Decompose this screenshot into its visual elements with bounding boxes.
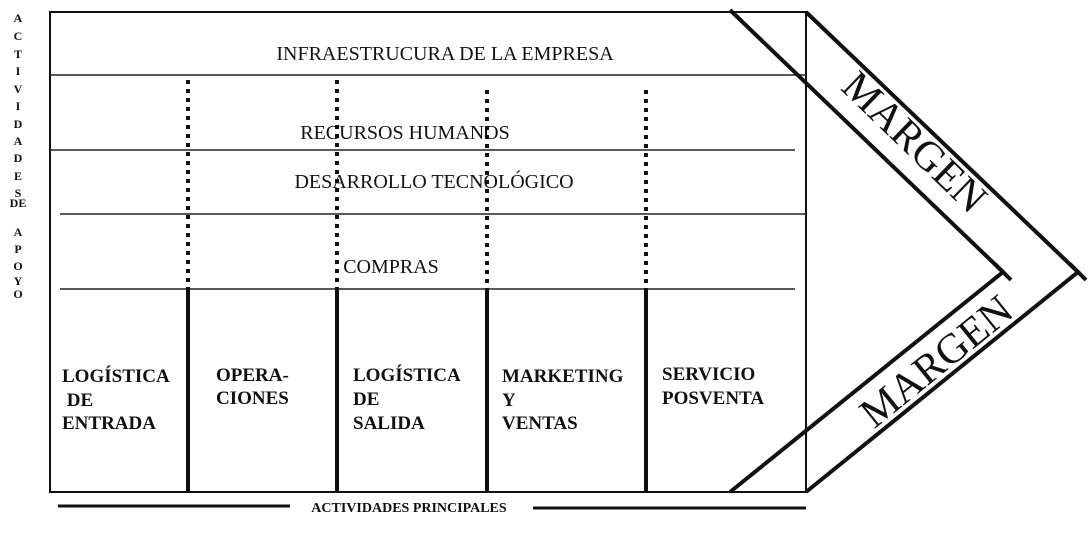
primary-activities-label: ACTIVIDADES PRINCIPALES — [311, 501, 507, 516]
tech-label: DESARROLLO TECNOLÓGICO — [294, 169, 573, 193]
margin-chevron — [728, 8, 1088, 494]
primary-after-sales-service: SERVICIO POSVENTA — [662, 364, 764, 409]
margin-label-lower: MARGEN — [852, 287, 1022, 437]
procurement-label: COMPRAS — [343, 256, 439, 278]
column-separators — [186, 80, 648, 492]
side-letter: O — [13, 287, 22, 301]
primary-outbound-logistics: LOGÍSTICA DE SALIDA — [353, 364, 464, 434]
hr-label: RECURSOS HUMANOS — [300, 122, 510, 144]
side-letter: I — [16, 99, 21, 113]
side-letter: D — [14, 151, 23, 165]
side-letter: Y — [14, 274, 23, 288]
side-letter: A — [14, 11, 23, 25]
infrastructure-label: INFRAESTRUCURA DE LA EMPRESA — [276, 43, 614, 65]
margin-label-upper: MARGEN — [833, 63, 996, 223]
primary-marketing-sales: MARKETING Y VENTAS — [502, 366, 628, 434]
side-letter: T — [14, 47, 22, 61]
side-letter: D — [14, 117, 23, 131]
chevron-tip-tick — [993, 262, 1013, 282]
primary-operations: OPERA- CIONES — [216, 365, 294, 409]
side-letter: DE — [10, 196, 27, 210]
side-letter: P — [14, 242, 21, 256]
side-letter: O — [13, 259, 22, 273]
side-letter: A — [14, 134, 23, 148]
support-activities-side-label: A C T I V I D A D E S DE A P O Y O — [10, 11, 27, 301]
chevron-tip-tick — [1068, 262, 1088, 282]
side-letter: I — [16, 64, 21, 78]
side-letter: V — [14, 82, 23, 96]
side-letter: C — [14, 29, 23, 43]
side-letter: S — [15, 186, 22, 200]
side-letter: E — [14, 169, 22, 183]
primary-inbound-logistics: LOGÍSTICA DE ENTRADA — [62, 365, 173, 434]
value-chain-box — [49, 11, 807, 493]
side-letter: A — [14, 225, 23, 239]
